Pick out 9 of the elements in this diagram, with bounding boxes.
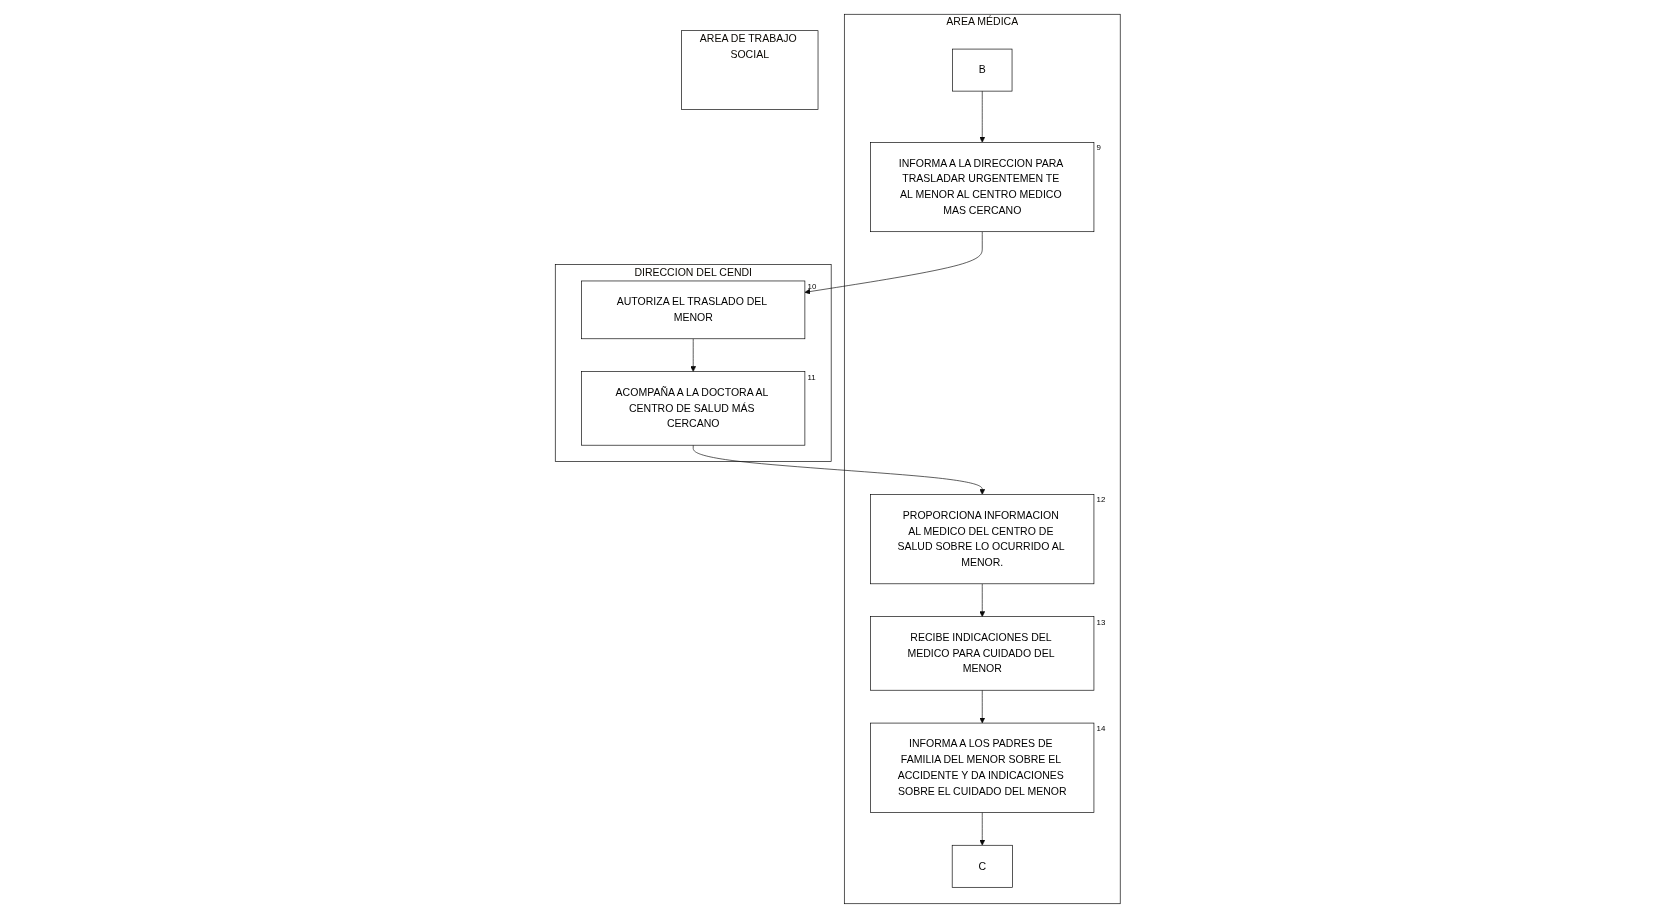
node-box: INFORMA A LA DIRECCION PARA TRASLADAR URGENTEMEN TE AL MENOR AL CENTRO MEDICO MAS CERCANO xyxy=(870,141,1095,232)
node-box: AUTORIZA EL TRASLADO DEL MENOR xyxy=(580,280,805,339)
node-box: AREA DE TRABAJO SOCIAL xyxy=(680,29,819,110)
node-box: PROPORCIONA INFORMACION AL MEDICO DEL CENTRO DE SALUD SOBRE LO OCURRIDO AL MENOR. xyxy=(870,493,1095,584)
node-box: RECIBE INDICACIONES DEL MEDICO PARA CUIDADO DEL MENOR xyxy=(870,615,1095,691)
node-box: C xyxy=(951,844,1013,888)
node-box: B xyxy=(951,48,1013,91)
node-box: INFORMA A LOS PADRES DE FAMILIA DEL MENOR SOBRE EL ACCIDENTE Y DA INDICACIONES SOBRE EL CUIDADO DEL MENOR xyxy=(870,722,1095,813)
node-box: ACOMPAÑA A LA DOCTORA AL CENTRO DE SALUD MÁS CERCANO xyxy=(580,370,805,446)
